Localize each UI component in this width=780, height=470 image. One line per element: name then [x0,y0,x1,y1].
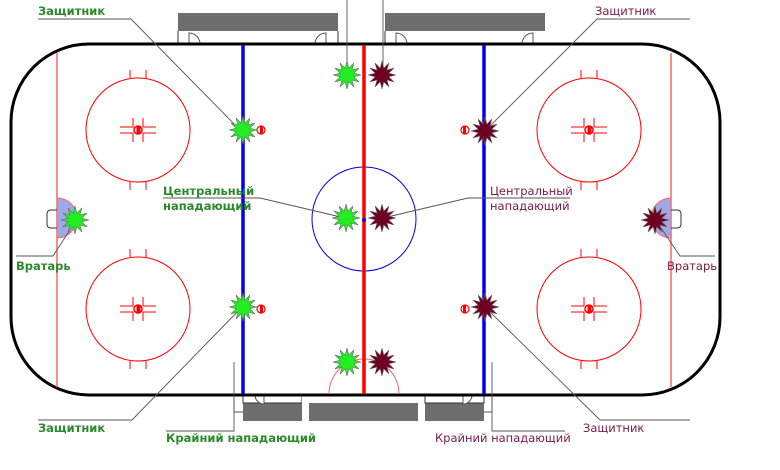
center-dot [362,218,366,222]
label-away-center-1: Центральный [490,184,573,198]
player-away-winger-top [367,60,397,90]
leader-lines [16,0,715,432]
goal-net-right [671,209,682,229]
player-home-center [331,203,361,233]
label-away-defender-bottom: Защитник [583,421,644,435]
label-home-goalie: Вратарь [16,259,71,273]
faceoff-circle [85,70,191,190]
bench-top-right [384,13,545,45]
neutral-zone-dots [256,125,470,314]
label-away-winger: Крайний нападающий [435,431,571,445]
label-home-defender-top: Защитник [38,4,105,18]
player-home-defender-top [228,115,258,145]
player-home-winger-top [332,60,362,90]
faceoff-dot [460,304,470,314]
player-home-goalie [60,205,90,235]
label-home-winger: Крайний нападающий [166,431,316,445]
bench-top-left [177,13,339,45]
label-home-defender-bottom: Защитник [38,421,105,435]
player-away-defender-bottom [470,292,500,322]
player-away-defender-top [470,116,500,146]
player-home-defender-bottom [228,292,258,322]
label-away-defender-top: Защитник [595,4,656,18]
label-away-center-2: нападающий [490,199,570,213]
goal-net-left [46,209,57,229]
faceoff-dot [256,125,266,135]
player-away-winger-bottom [367,347,397,377]
faceoff-circle [536,249,642,369]
faceoff-circle [536,70,642,190]
label-away-goalie: Вратарь [667,259,717,273]
faceoff-dot [460,125,470,135]
penalty-boxes-bottom [233,361,493,421]
faceoff-dot [256,304,266,314]
label-home-center-2: нападающий [163,199,251,213]
player-home-winger-bottom [332,347,362,377]
player-away-goalie [640,205,670,235]
label-home-center-1: Центральный [163,184,254,198]
player-away-center [367,203,397,233]
faceoff-circle [85,249,191,369]
